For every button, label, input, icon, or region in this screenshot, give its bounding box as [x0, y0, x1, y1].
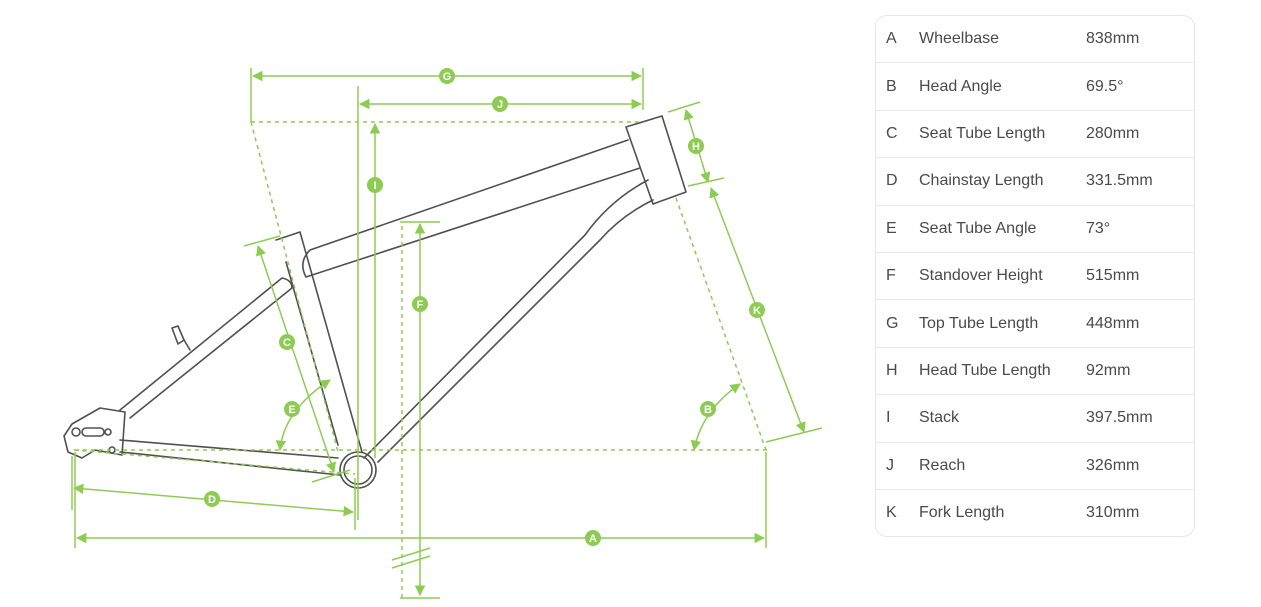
svg-text:C: C	[283, 337, 291, 349]
svg-text:H: H	[692, 141, 700, 153]
geometry-row-standover-height: F Standover Height 515mm	[876, 253, 1194, 301]
row-letter: C	[886, 124, 898, 142]
row-letter: E	[886, 219, 897, 237]
geometry-row-stack: I Stack 397.5mm	[876, 395, 1194, 443]
row-value: 397.5mm	[1086, 409, 1153, 427]
rear-dropout	[63, 407, 126, 459]
geometry-row-seat-tube-length: C Seat Tube Length 280mm	[876, 111, 1194, 159]
row-label: Reach	[919, 456, 966, 474]
svg-text:B: B	[704, 404, 712, 416]
row-letter: J	[886, 456, 894, 474]
row-label: Head Tube Length	[919, 361, 1051, 379]
svg-text:A: A	[589, 533, 597, 545]
geometry-row-seat-tube-angle: E Seat Tube Angle 73°	[876, 206, 1194, 253]
marker-badge-i: I	[367, 177, 383, 193]
geometry-row-reach: J Reach 326mm	[876, 443, 1194, 490]
svg-text:J: J	[497, 99, 503, 111]
row-label: Seat Tube Angle	[919, 219, 1037, 237]
row-value: 326mm	[1086, 456, 1140, 474]
marker-badge-j: J	[492, 96, 508, 112]
svg-text:F: F	[417, 299, 424, 311]
row-label: Standover Height	[919, 267, 1043, 285]
svg-text:I: I	[373, 180, 376, 192]
dimension-lines	[71, 68, 823, 599]
geometry-row-head-angle: B Head Angle 69.5°	[876, 63, 1194, 111]
head-tube	[625, 115, 687, 205]
svg-text:G: G	[443, 71, 452, 83]
svg-text:K: K	[753, 305, 761, 317]
row-letter: I	[886, 409, 891, 427]
geometry-row-chainstay-length: D Chainstay Length 331.5mm	[876, 158, 1194, 206]
row-letter: A	[886, 30, 897, 48]
geometry-row-head-tube-length: H Head Tube Length 92mm	[876, 348, 1194, 396]
down-tube	[363, 179, 654, 463]
row-value: 280mm	[1086, 124, 1140, 142]
row-value: 73°	[1086, 219, 1111, 237]
row-letter: G	[886, 314, 899, 332]
marker-badge-a: A	[585, 530, 601, 546]
marker-badge-e: E	[284, 401, 300, 417]
row-label: Wheelbase	[919, 30, 1000, 48]
svg-text:E: E	[288, 404, 295, 416]
frame-geometry-diagram: G J I H F K C E B D A	[63, 68, 823, 599]
marker-badge-h: H	[688, 138, 704, 154]
row-letter: D	[886, 172, 898, 190]
row-letter: H	[886, 361, 898, 379]
geometry-row-top-tube-length: G Top Tube Length 448mm	[876, 300, 1194, 348]
marker-badge-g: G	[439, 68, 455, 84]
row-value: 515mm	[1086, 267, 1140, 285]
row-letter: F	[886, 267, 896, 285]
seat-stay	[119, 277, 293, 419]
row-label: Top Tube Length	[919, 314, 1039, 332]
marker-badge-d: D	[204, 491, 220, 507]
geometry-row-fork-length: K Fork Length 310mm	[876, 490, 1194, 536]
geometry-table: A Wheelbase 838mm B Head Angle 69.5° C S…	[875, 15, 1195, 538]
row-value: 310mm	[1086, 504, 1140, 522]
row-value: 448mm	[1086, 314, 1140, 332]
marker-badge-k: K	[749, 302, 765, 318]
row-label: Chainstay Length	[919, 172, 1044, 190]
svg-text:D: D	[208, 494, 216, 506]
cable-stop	[171, 325, 191, 351]
row-label: Fork Length	[919, 504, 1005, 522]
row-value: 331.5mm	[1086, 172, 1153, 190]
marker-badge-b: B	[700, 401, 716, 417]
marker-badge-f: F	[412, 296, 428, 312]
marker-badge-c: C	[279, 334, 295, 350]
row-label: Head Angle	[919, 77, 1002, 95]
row-value: 69.5°	[1086, 77, 1124, 95]
row-letter: K	[886, 504, 897, 522]
row-letter: B	[886, 77, 897, 95]
row-value: 838mm	[1086, 30, 1140, 48]
row-value: 92mm	[1086, 361, 1131, 379]
row-label: Stack	[919, 409, 960, 427]
top-tube	[302, 139, 641, 278]
row-label: Seat Tube Length	[919, 124, 1046, 142]
geometry-row-wheelbase: A Wheelbase 838mm	[876, 16, 1194, 64]
